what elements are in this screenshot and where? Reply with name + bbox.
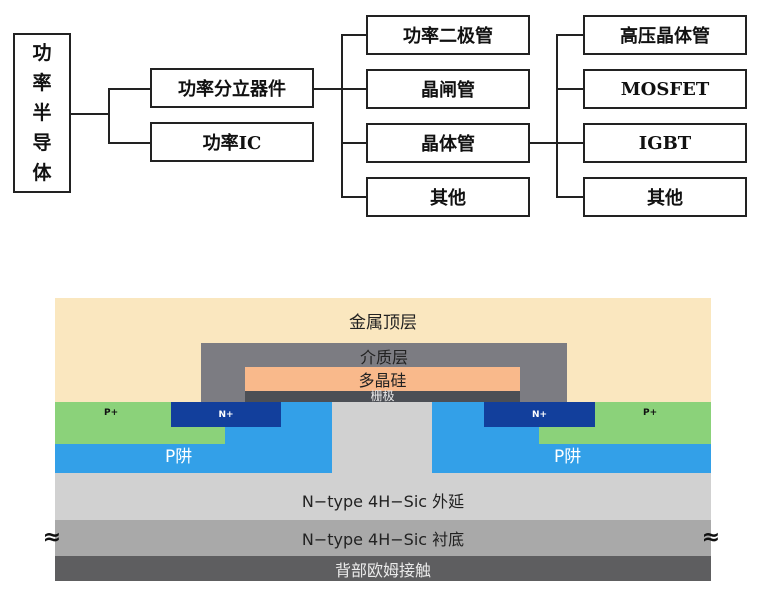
connector [108,88,150,90]
dielectric-label: 介质层 [359,348,408,367]
p-well-label: P阱 [554,447,582,467]
metal-label: 金属顶层 [349,313,417,333]
substrate-layer: N−type 4H−Sic 衬底 [55,520,711,556]
root-char: 导 [32,132,52,154]
n-plus-label: N+ [218,409,234,420]
break-mark-left: ≈ [40,524,64,550]
connector [556,196,583,198]
tree-root-box: 功 率 半 导 体 [13,33,71,193]
connector [341,34,366,36]
node-label: MOSFET [620,78,710,100]
connector [108,142,150,144]
poly-label: 多晶硅 [358,371,407,390]
connector [314,88,342,90]
p-well-label: P阱 [165,447,193,467]
substrate-label: N−type 4H−Sic 衬底 [301,530,465,549]
gate-label: 栅极 [370,389,395,403]
connector [341,196,366,198]
contact-label: 背部欧姆接触 [334,560,431,580]
tree-node-power-diode: 功率二极管 [366,15,530,55]
connector [556,34,558,198]
break-mark: ≈ [42,524,62,550]
node-label: IGBT [638,132,692,154]
node-label: 晶闸管 [421,80,475,101]
tree-node-igbt: IGBT [583,123,747,163]
n-plus-right: N+ [484,402,595,427]
root-char: 半 [32,102,52,124]
p-plus-label: P+ [104,408,119,418]
node-label: 其他 [647,188,683,209]
tree-node-thyristor: 晶闸管 [366,69,530,109]
gate-layer: 栅极 [245,389,520,403]
tree-node-other-transistor: 其他 [583,177,747,217]
node-label: 高压晶体管 [620,26,710,47]
tree-node-power-ic: 功率IC [150,122,314,162]
root-char: 体 [32,162,52,184]
node-label: 功率分立器件 [178,79,286,100]
connector [530,142,557,144]
connector [341,88,366,90]
connector [556,142,583,144]
tree-node-mosfet: MOSFET [583,69,747,109]
polysilicon-layer: 多晶硅 [245,367,520,391]
tree-node-power-discrete: 功率分立器件 [150,68,314,108]
node-label: 晶体管 [421,134,475,155]
epi-label: N−type 4H−Sic 外延 [301,492,465,511]
n-plus-label: N+ [531,409,548,420]
break-mark-right: ≈ [699,524,723,550]
node-label: 功率二极管 [403,26,493,47]
node-label: 功率IC [202,133,262,154]
connector [556,34,583,36]
connector [71,113,109,115]
break-mark: ≈ [701,524,721,550]
connector [341,34,343,198]
p-plus-label: P+ [643,408,658,418]
node-label: 其他 [430,188,466,209]
tree-node-transistor: 晶体管 [366,123,530,163]
root-char: 功 [32,42,52,64]
back-ohmic-contact: 背部欧姆接触 [55,556,711,581]
connector [556,88,583,90]
root-char: 率 [32,72,52,94]
tree-node-hv-transistor: 高压晶体管 [583,15,747,55]
n-plus-left: N+ [171,402,281,427]
connector [108,88,110,143]
tree-node-other: 其他 [366,177,530,217]
connector [341,142,366,144]
